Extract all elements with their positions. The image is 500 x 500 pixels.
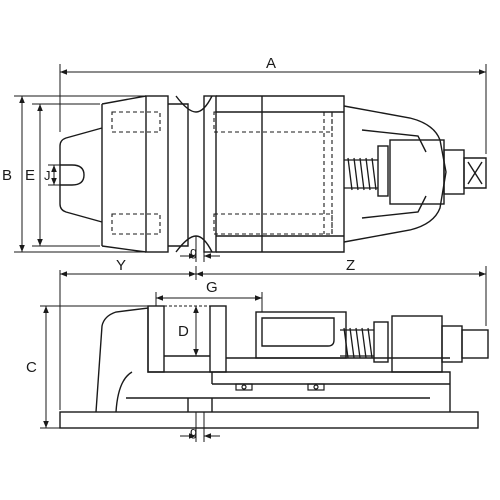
dim-label-g-top: g xyxy=(190,244,197,259)
main-body-left xyxy=(101,95,147,253)
slide-rail xyxy=(211,357,450,385)
dim-label-a: A xyxy=(266,55,276,72)
top-view-dimensions xyxy=(14,64,487,262)
dim-label-d: D xyxy=(178,323,189,340)
square-drive xyxy=(463,157,487,189)
dim-label-z: Z xyxy=(346,257,355,274)
movable-jaw xyxy=(203,95,217,253)
body-casting xyxy=(95,307,451,413)
dim-label-b: B xyxy=(2,167,12,184)
side-square-drive xyxy=(461,329,489,359)
side-fixed-jaw xyxy=(147,305,165,373)
dim-label-g-side: G xyxy=(206,279,218,296)
side-view-dimensions xyxy=(40,266,487,442)
u-slot xyxy=(60,164,85,186)
slide-body xyxy=(216,95,345,253)
dim-label-e: E xyxy=(25,167,35,184)
rear-housing xyxy=(343,105,447,243)
top-view xyxy=(59,95,487,253)
rear-housing-inner xyxy=(361,129,427,219)
screw-shaft xyxy=(443,149,465,195)
dim-label-y: Y xyxy=(116,257,126,274)
fixed-jaw-inner xyxy=(168,103,189,247)
fixed-jaw xyxy=(145,95,169,253)
spring xyxy=(344,157,378,191)
dim-label-j: J xyxy=(44,168,51,183)
side-screw xyxy=(441,325,463,363)
dim-label-c: C xyxy=(26,359,37,376)
side-view xyxy=(59,305,489,429)
dim-label-g-bottom: g xyxy=(190,424,197,439)
neck-upper xyxy=(175,95,213,113)
side-spring xyxy=(340,327,374,359)
nut-block xyxy=(377,145,389,197)
slide-top xyxy=(255,311,347,359)
bolts xyxy=(235,383,325,391)
side-movable-jaw xyxy=(209,305,227,373)
side-nut xyxy=(373,321,389,363)
body-slot xyxy=(126,397,430,412)
slotted-tongue xyxy=(59,127,103,223)
hidden-lines xyxy=(111,111,333,235)
base-plate xyxy=(59,411,479,429)
side-housing xyxy=(391,315,443,373)
slide-inner xyxy=(261,317,335,347)
housing-block xyxy=(389,139,445,205)
